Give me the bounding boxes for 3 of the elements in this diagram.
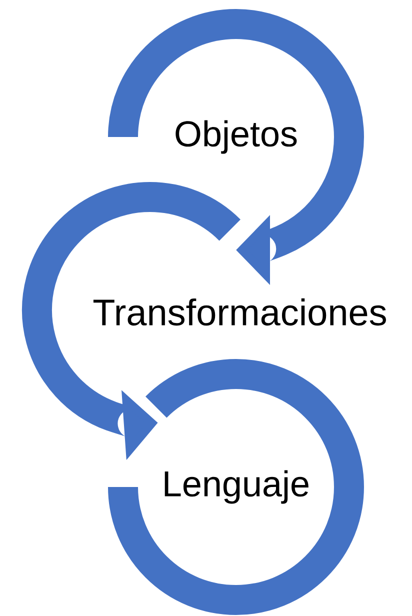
node-label: Transformaciones xyxy=(93,298,386,326)
node-label: Objetos xyxy=(176,120,297,154)
ring-node: Lenguaje xyxy=(108,359,364,615)
